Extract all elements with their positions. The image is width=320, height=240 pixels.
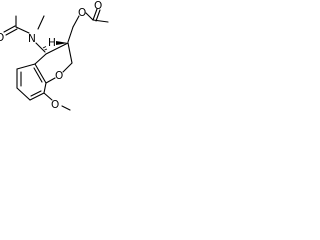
c8a-c4a-inner-bond	[33, 67, 43, 83]
c8-c8a-bond	[43, 82, 47, 94]
acetoxymethyl-group	[67, 8, 109, 43]
amide-carbonyl-bond-1	[3, 25, 16, 33]
ester-carbonyl-bond-2	[95, 9, 101, 22]
n-c4-bond	[35, 42, 46, 53]
c4-c3-bond	[45, 42, 69, 55]
methoxy-oxygen-label: O	[51, 99, 59, 111]
c7-c8-bond	[29, 92, 45, 101]
o1-c8a-bond	[45, 77, 56, 84]
c8a-c4a-bond	[34, 63, 47, 84]
ester-carbonyl-oxygen-label: O	[94, 0, 102, 12]
c4-n-hatch-bond	[42, 46, 48, 51]
ch2-o-bond	[72, 15, 80, 28]
acetamide-group	[3, 15, 46, 53]
c3-h-wedge-bond	[56, 41, 68, 45]
amide-carbonyl-bond-2	[5, 28, 18, 36]
c4a-c5-bond	[16, 63, 36, 70]
benzene-ring	[16, 63, 47, 101]
o-acyl-bond	[85, 12, 94, 21]
c3-c2-bond	[67, 42, 73, 64]
stereo-h-label: H	[48, 37, 56, 49]
c2-o1-bond	[62, 62, 73, 73]
nitrogen-label: N	[28, 33, 36, 45]
pyran-ring	[34, 42, 73, 84]
amide-cn-bond	[15, 26, 30, 34]
o-methyl-bond	[61, 105, 71, 111]
c8-o-bond	[43, 92, 53, 101]
c6-c7-bond	[16, 87, 31, 101]
ester-carbonyl-bond-1	[92, 8, 98, 21]
c4-c4a-bond	[34, 53, 47, 65]
amide-oxygen-label: O	[0, 32, 4, 44]
ester-oxygen-label: O	[78, 7, 86, 19]
chemical-structure: O N O O H O O	[0, 0, 109, 111]
ring-oxygen-label: O	[55, 70, 63, 82]
c3-ch2-bond	[67, 26, 74, 43]
n-methyl-bond	[37, 15, 45, 30]
acetyl-methyl-bond	[92, 19, 109, 23]
c7-c8-inner-bond	[30, 90, 42, 97]
methoxy-group	[43, 92, 71, 111]
